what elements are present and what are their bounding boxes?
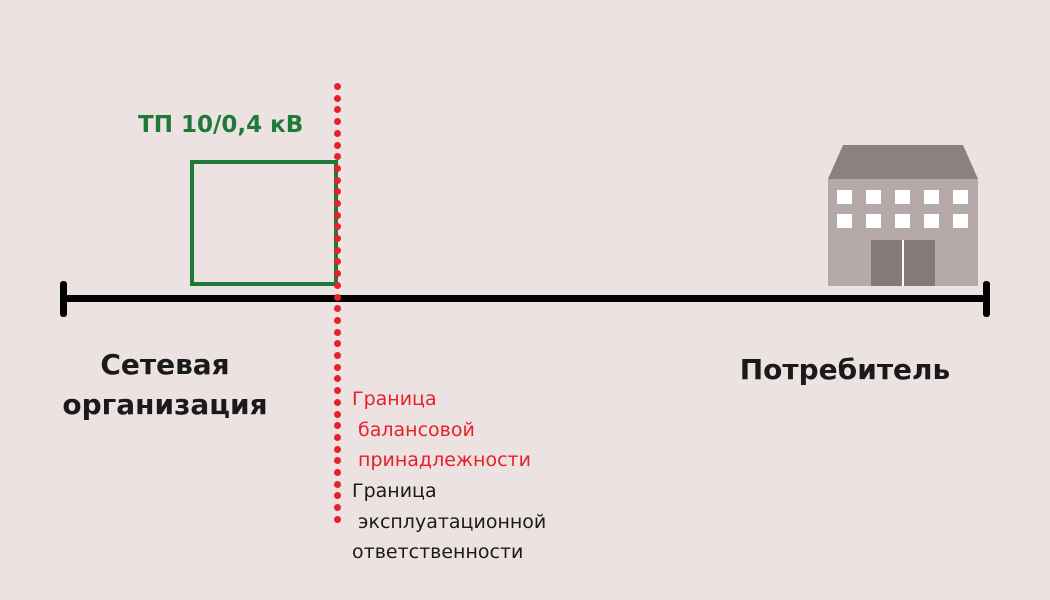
boundary-dot xyxy=(334,270,341,277)
boundary-dot xyxy=(334,364,341,371)
boundary-dot xyxy=(334,130,341,137)
building-icon xyxy=(826,145,980,291)
boundary-dot xyxy=(334,434,341,441)
boundary-dot xyxy=(334,165,341,172)
boundary-dot xyxy=(334,399,341,406)
boundary-dot xyxy=(334,387,341,394)
boundary-dot xyxy=(334,446,341,453)
power-line xyxy=(64,295,988,302)
boundary-dot xyxy=(334,469,341,476)
balance-boundary-label: Граница балансовой принадлежности xyxy=(352,384,531,476)
boundary-dot xyxy=(334,481,341,488)
boundary-dot xyxy=(334,329,341,336)
operational-boundary-line3: ответственности xyxy=(352,541,524,563)
boundary-dot xyxy=(334,235,341,242)
boundary-dot xyxy=(334,212,341,219)
boundary-dot xyxy=(334,317,341,324)
boundary-dot xyxy=(334,188,341,195)
boundary-dot xyxy=(334,142,341,149)
boundary-dot xyxy=(334,375,341,382)
operational-boundary-label: Граница эксплуатационной ответственности xyxy=(352,476,546,568)
boundary-dot xyxy=(334,294,341,301)
boundary-dot xyxy=(334,258,341,265)
balance-boundary-line2: балансовой xyxy=(352,418,475,441)
boundary-dot xyxy=(334,95,341,102)
substation-box xyxy=(190,160,338,286)
boundary-dot xyxy=(334,200,341,207)
power-line-left-end xyxy=(60,281,67,317)
boundary-dot xyxy=(334,247,341,254)
power-line-right-end xyxy=(983,281,990,317)
boundary-dot xyxy=(334,352,341,359)
balance-boundary-line1: Граница xyxy=(352,388,437,410)
boundary-dot xyxy=(334,106,341,113)
boundary-dot xyxy=(334,83,341,90)
boundary-dot xyxy=(334,422,341,429)
boundary-dot xyxy=(334,340,341,347)
operational-boundary-line1: Граница xyxy=(352,480,437,502)
network-organization-line2: организация xyxy=(62,388,268,421)
boundary-dot xyxy=(334,492,341,499)
boundary-dot xyxy=(334,516,341,523)
boundary-dot xyxy=(334,457,341,464)
boundary-dot xyxy=(334,177,341,184)
boundary-dot xyxy=(334,282,341,289)
boundary-dot xyxy=(334,118,341,125)
boundary-dot xyxy=(334,153,341,160)
boundary-dot xyxy=(334,504,341,511)
boundary-dot xyxy=(334,411,341,418)
network-organization-line1: Сетевая xyxy=(100,348,230,381)
boundary-dot xyxy=(334,223,341,230)
network-organization-label: Сетевая организация xyxy=(40,345,290,425)
balance-boundary-line3: принадлежности xyxy=(352,449,531,471)
substation-label: ТП 10/0,4 кВ xyxy=(138,112,304,138)
operational-boundary-line2: эксплуатационной xyxy=(352,510,547,533)
boundary-dot xyxy=(334,305,341,312)
consumer-label: Потребитель xyxy=(739,353,951,386)
